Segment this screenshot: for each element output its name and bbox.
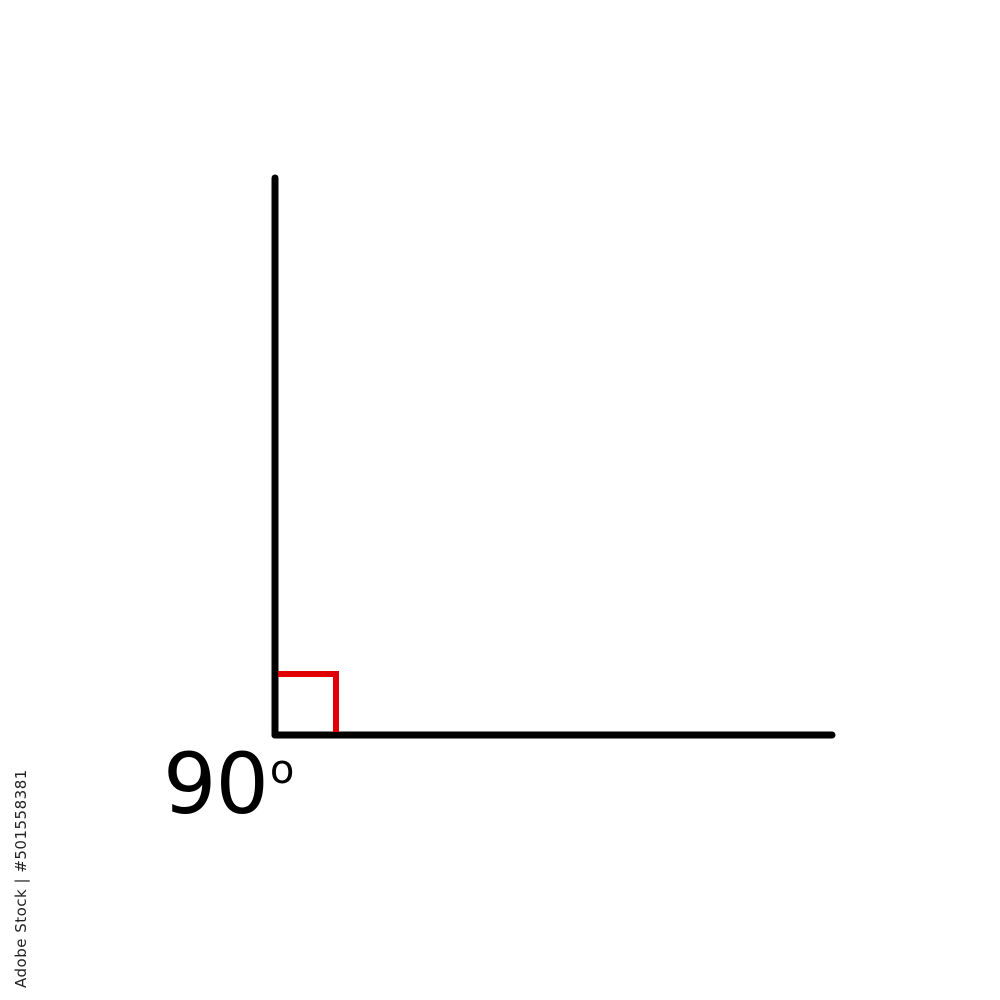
stock-id-watermark: Adobe Stock | #501558381	[12, 769, 30, 988]
right-angle-marker	[278, 671, 339, 732]
angle-label: 90o	[163, 735, 295, 833]
degree-symbol: o	[269, 747, 295, 793]
angle-value: 90	[163, 735, 269, 833]
